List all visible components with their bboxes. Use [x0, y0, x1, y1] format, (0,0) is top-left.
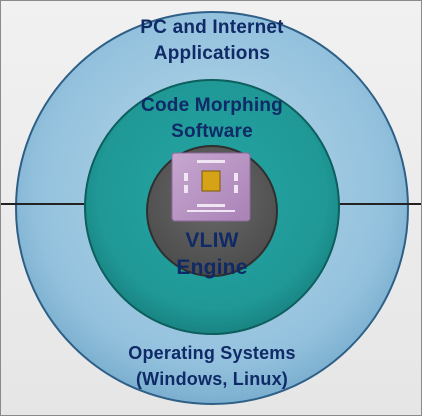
outer-bottom-line-2: (Windows, Linux) [135, 369, 289, 389]
middle-title-line-2: Software [171, 121, 253, 142]
processor-chip-icon [171, 152, 251, 222]
core-title-line-2: Engine [176, 256, 248, 279]
middle-ring-title: Code Morphing Software [1, 93, 421, 145]
outer-bottom-line-1: Operating Systems [128, 343, 296, 363]
core-title: VLIW Engine [1, 227, 421, 281]
outer-title-line-2: Applications [153, 43, 271, 64]
outer-title-line-1: PC and Internet [140, 17, 284, 38]
outer-ring-title: PC and Internet Applications [1, 15, 421, 67]
outer-ring-bottom-label: Operating Systems (Windows, Linux) [1, 340, 421, 392]
core-title-line-1: VLIW [185, 229, 239, 252]
middle-title-line-1: Code Morphing [141, 95, 283, 116]
